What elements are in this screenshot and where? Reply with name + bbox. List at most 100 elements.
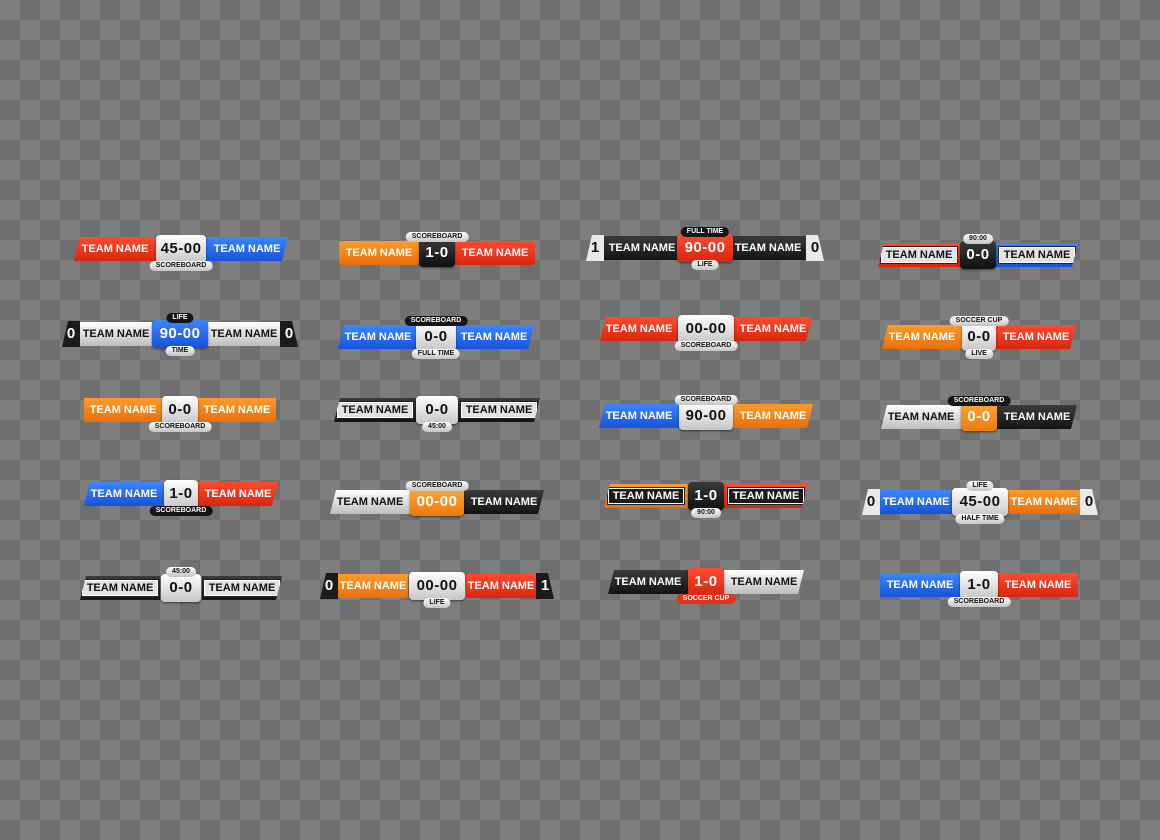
caption-bottom: LIFE [691, 260, 719, 270]
score: 90-00 [677, 234, 733, 262]
score-left-number: 1 [586, 235, 604, 261]
team-right: TEAM NAME [198, 482, 278, 506]
team-right: TEAM NAME [198, 398, 276, 422]
team-left: TEAM NAME [338, 574, 408, 598]
team-right: TEAM NAME [466, 574, 536, 598]
score: 00-00 [410, 488, 464, 516]
team-right: TEAM NAME [208, 322, 280, 346]
score: 1-0 [960, 571, 998, 599]
caption-top: SCOREBOARD [947, 396, 1011, 406]
team-left: TEAM NAME [600, 317, 678, 341]
score-right-number: 1 [536, 573, 554, 599]
caption-bottom: TIME [165, 346, 195, 356]
caption-bottom: HALF TIME [955, 514, 1005, 524]
scoreboard-6: TEAM NAME 0-0 SCOREBOARD FULL TIME TEAM … [338, 316, 534, 359]
score-right-number: 0 [1080, 489, 1098, 515]
team-left: TEAM NAME [880, 490, 952, 514]
score: 45-00 [952, 488, 1008, 516]
caption-top: SCOREBOARD [405, 232, 469, 242]
caption-top: SCOREBOARD [405, 481, 469, 491]
caption-bottom: LIFE [423, 598, 451, 608]
caption-top: FULL TIME [680, 227, 730, 237]
scoreboard-1: TEAM NAME 45-00 SCOREBOARD TEAM NAME [74, 235, 288, 271]
scoreboard-15: TEAM NAME 1-0 90:00 TEAM NAME [604, 482, 808, 518]
team-left: TEAM NAME [880, 573, 960, 597]
team-left: TEAM NAME [882, 325, 962, 349]
scoreboard-16: 0 TEAM NAME 45-00 LIFE HALF TIME TEAM NA… [862, 481, 1080, 524]
team-right: TEAM NAME [999, 247, 1076, 263]
team-right: TEAM NAME [454, 325, 534, 349]
scoreboard-7: TEAM NAME 00-00 SCOREBOARD TEAM NAME [600, 315, 812, 351]
caption-bottom: SCOREBOARD [149, 506, 213, 516]
team-right: TEAM NAME [724, 570, 804, 594]
team-right: TEAM NAME [996, 325, 1076, 349]
team-right: TEAM NAME [464, 490, 544, 514]
team-left: TEAM NAME [330, 490, 410, 514]
team-right: TEAM NAME [1008, 490, 1080, 514]
scoreboard-8: TEAM NAME 0-0 SOCCER CUP LIVE TEAM NAME [882, 316, 1076, 359]
caption-bottom: FULL TIME [411, 349, 461, 359]
caption-top: 90:00 [963, 234, 993, 244]
scoreboard-11: TEAM NAME 90-00 SCOREBOARD TEAM NAME [599, 395, 813, 430]
team-left: TEAM NAME [84, 398, 162, 422]
team-left: TEAM NAME [606, 487, 686, 505]
team-right: TEAM NAME [734, 317, 812, 341]
score: 0-0 [416, 396, 458, 424]
team-left: TEAM NAME [74, 237, 156, 261]
scoreboard-12: TEAM NAME 0-0 SCOREBOARD TEAM NAME [881, 396, 1077, 431]
caption-top: LIFE [166, 313, 194, 323]
caption-bottom: SCOREBOARD [148, 422, 212, 432]
team-left: TEAM NAME [608, 570, 688, 594]
team-left: TEAM NAME [879, 246, 959, 264]
scoreboard-19: TEAM NAME 1-0 SOCCER CUP TEAM NAME [608, 568, 804, 604]
team-right: TEAM NAME [733, 404, 813, 428]
scoreboard-2: TEAM NAME 1-0 SCOREBOARD TEAM NAME [339, 232, 535, 267]
team-left: TEAM NAME [338, 325, 418, 349]
score-right-number: 0 [806, 235, 824, 261]
caption-top: 45:00 [166, 567, 196, 577]
score-left-number: 0 [862, 489, 880, 515]
scoreboard-17: TEAM NAME 0-0 45:00 TEAM NAME [80, 567, 282, 602]
scoreboard-14: TEAM NAME 00-00 SCOREBOARD TEAM NAME [330, 481, 544, 516]
team-right: TEAM NAME [206, 237, 288, 261]
scoreboard-20: TEAM NAME 1-0 SCOREBOARD TEAM NAME [880, 571, 1078, 607]
score: 0-0 [162, 396, 198, 424]
scoreboard-3: 1 TEAM NAME 90-00 FULL TIME LIFE TEAM NA… [586, 227, 806, 270]
caption-top: SCOREBOARD [404, 316, 468, 326]
scoreboard-5: 0 TEAM NAME 90-00 LIFE TIME TEAM NAME 0 [62, 313, 280, 356]
team-right: TEAM NAME [730, 236, 806, 260]
team-right: TEAM NAME [997, 405, 1077, 429]
caption-bottom: SCOREBOARD [674, 341, 738, 351]
scoreboard-4: TEAM NAME 0-0 90:00 TEAM NAME [878, 234, 1078, 269]
score: 0-0 [416, 323, 456, 351]
score: 00-00 [409, 572, 465, 600]
caption-bottom: SOCCER CUP [676, 594, 736, 604]
score: 90-00 [152, 320, 208, 348]
team-left: TEAM NAME [335, 401, 415, 419]
score: 1-0 [164, 480, 198, 508]
score: 0-0 [961, 403, 997, 431]
score-left-number: 0 [62, 321, 80, 347]
caption-bottom: SCOREBOARD [149, 261, 213, 271]
score: 00-00 [678, 315, 734, 343]
team-right: TEAM NAME [998, 573, 1078, 597]
caption-bottom: LIVE [965, 349, 993, 359]
team-left: TEAM NAME [84, 482, 164, 506]
caption-bottom: 90:00 [691, 508, 721, 518]
team-left: TEAM NAME [604, 236, 680, 260]
scoreboard-13: TEAM NAME 1-0 SCOREBOARD TEAM NAME [84, 480, 278, 516]
score: 1-0 [419, 239, 455, 267]
score: 90-00 [679, 402, 733, 430]
team-right: TEAM NAME [461, 402, 538, 418]
score: 1-0 [688, 482, 724, 510]
score: 0-0 [161, 574, 201, 602]
score: 45-00 [156, 235, 206, 263]
caption-bottom: SCOREBOARD [947, 597, 1011, 607]
team-left: TEAM NAME [881, 405, 961, 429]
caption-top: SOCCER CUP [949, 316, 1009, 326]
team-right: TEAM NAME [455, 241, 535, 265]
score-left-number: 0 [320, 573, 338, 599]
score: 0-0 [962, 323, 996, 351]
caption-bottom: 45:00 [422, 422, 452, 432]
score-right-number: 0 [280, 321, 298, 347]
